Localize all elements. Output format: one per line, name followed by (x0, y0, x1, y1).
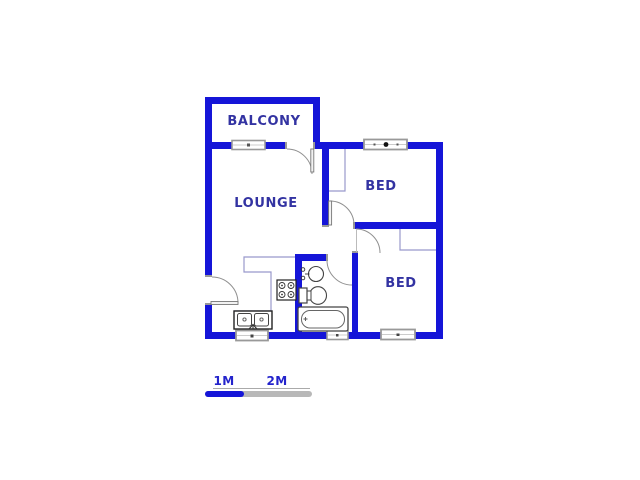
wall-left-upper (205, 97, 212, 275)
bed-bottom-label: BED (385, 276, 417, 291)
bathroom-door (326, 259, 353, 286)
scale-label-1m: 1M (213, 374, 235, 388)
wall-bed-top-bottom (353, 222, 443, 229)
wall-left-lower (205, 303, 212, 339)
bed-top-closet (329, 149, 346, 192)
wall-right (436, 142, 443, 339)
wash-basin-icon (300, 265, 325, 283)
bed-top-window (363, 138, 408, 151)
bed-top-label: BED (365, 179, 397, 194)
bed-bottom-closet (399, 229, 436, 251)
bed-bottom-door (355, 228, 381, 254)
bed-bottom-window (380, 328, 416, 341)
wall-end-caps (205, 142, 358, 305)
stove-icon (276, 279, 297, 301)
balcony-door (286, 148, 315, 175)
wall-lounge-bed-divider (322, 149, 329, 225)
balcony-label: BALCONY (227, 114, 301, 129)
lounge-label: LOUNGE (234, 196, 298, 211)
balcony-window (231, 139, 266, 151)
wall-bathroom-top (295, 254, 328, 261)
scale-label-2m: 2M (266, 374, 288, 388)
bathroom-window (326, 329, 349, 341)
wall-balcony-top (205, 97, 320, 104)
bathtub-icon (297, 306, 349, 332)
windows (231, 138, 416, 342)
doors (210, 148, 381, 305)
entrance-door (210, 276, 239, 305)
kitchen-window (235, 329, 269, 342)
bed-top-door (328, 200, 355, 226)
walls (205, 97, 443, 339)
wall-bathroom-right (352, 253, 358, 332)
wall-balcony-right (313, 104, 320, 142)
double-sink-icon (233, 310, 273, 330)
toilet-icon (298, 286, 328, 305)
scale-bar (205, 388, 312, 397)
